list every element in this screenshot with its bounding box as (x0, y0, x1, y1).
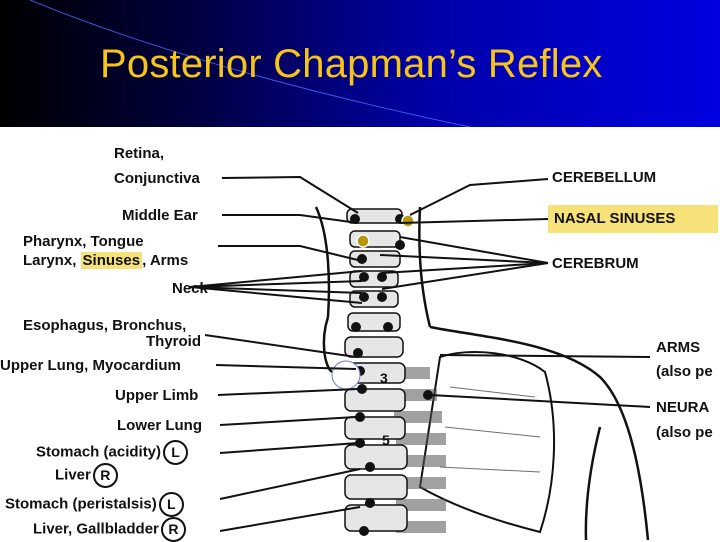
leader-lines-right (379, 178, 651, 408)
label-larynx: Larynx, (23, 252, 77, 269)
label-neura: NEURA (656, 399, 710, 416)
page-title: Posterior Chapman’s Reflex (100, 42, 603, 86)
label-arms-right: ARMS (656, 339, 701, 356)
label-retina: Retina, (114, 145, 165, 162)
nasal-sinuses-highlight (548, 205, 718, 233)
point-markers (356, 214, 415, 248)
spine-diagram: 3 5 Retina, Conjunctiva Middle Ear Phary… (0, 127, 720, 542)
label-arms-note: (also pe (656, 363, 713, 380)
label-cerebrum: CEREBRUM (552, 255, 639, 272)
vertebra-mark-t5: 5 (382, 432, 390, 448)
label-stomach-acidity: Stomach (acidity) (36, 443, 162, 461)
label-thyroid: Thyroid (146, 333, 201, 350)
label-upper-lung-myocardium: Upper Lung, Myocardium (0, 357, 181, 374)
label-stomach-acidity-line: Stomach (acidity)L (36, 440, 189, 465)
leader-lines-left (189, 175, 363, 532)
label-middle-ear: Middle Ear (122, 207, 198, 224)
label-liver-gallbladder: Liver, Gallbladder (33, 520, 159, 538)
label-pharynx-tongue: Pharynx, Tongue (23, 233, 144, 250)
label-neura-note: (also pe (656, 424, 713, 441)
label-lower-lung: Lower Lung (117, 417, 202, 434)
spine-illustration: 3 5 (189, 175, 651, 540)
left-side-mark-2: L (158, 492, 184, 517)
label-stomach-peristalsis: Stomach (peristalsis) (5, 495, 157, 513)
right-side-mark: R (92, 463, 118, 488)
title-decoration (29, 0, 471, 127)
label-conjunctiva: Conjunctiva (114, 170, 200, 187)
label-cerebellum: CEREBELLUM (552, 169, 657, 186)
label-nasal-sinuses: NASAL SINUSES (554, 210, 676, 227)
label-stomach-peristalsis-line: Stomach (peristalsis)L (5, 492, 184, 517)
label-neck: Neck (172, 280, 208, 297)
title-bar: Posterior Chapman’s Reflex (0, 0, 720, 127)
vertebra-mark-t3: 3 (380, 370, 388, 386)
label-liver: Liver (55, 466, 91, 484)
label-arms: , Arms (142, 252, 189, 269)
right-side-mark-2: R (160, 517, 186, 542)
left-side-mark: L (163, 440, 189, 465)
label-larynx-line: Larynx, Sinuses, Arms (23, 252, 188, 269)
label-upper-limb: Upper Limb (115, 387, 199, 404)
pointer-spot (331, 360, 361, 390)
label-esophagus-bronchus: Esophagus, Bronchus, (23, 317, 187, 334)
label-sinuses: Sinuses (80, 252, 143, 269)
